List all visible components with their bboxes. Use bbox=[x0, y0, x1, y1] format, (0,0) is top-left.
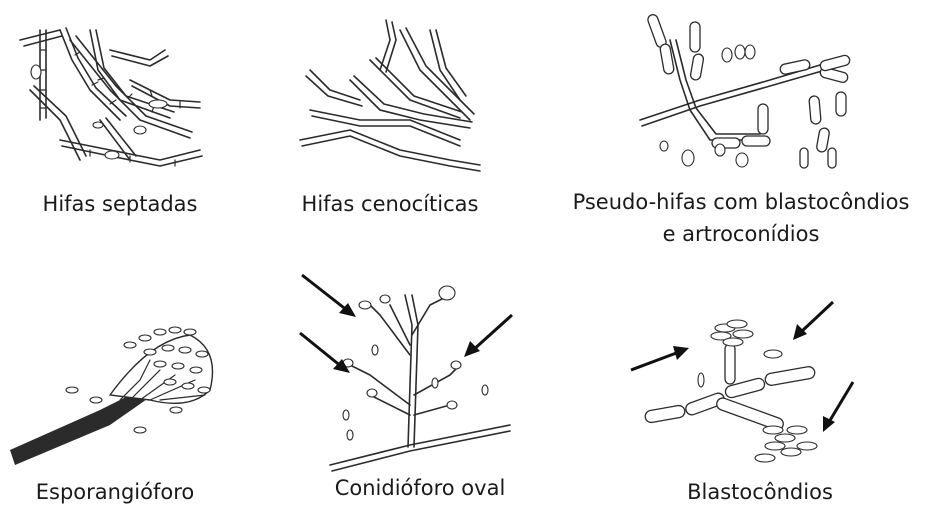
coenocytic-hyphae-caption: Hifas cenocíticas bbox=[290, 190, 490, 218]
conidiophore-caption: Conidióforo oval bbox=[310, 474, 530, 502]
pseudohyphae-illustration bbox=[630, 0, 870, 180]
blastoconidia-caption: Blastocôndios bbox=[650, 478, 870, 506]
pseudohyphae-drawing bbox=[630, 0, 870, 180]
sporangiophore-drawing bbox=[0, 300, 240, 470]
septate-hyphae-drawing bbox=[0, 0, 230, 180]
coenocytic-hyphae-drawing bbox=[290, 0, 490, 180]
septate-hyphae-caption: Hifas septadas bbox=[20, 190, 220, 218]
conidiophore-drawing bbox=[290, 265, 520, 470]
conidiophore-illustration bbox=[290, 265, 520, 470]
pseudohyphae-caption-line1: Pseudo-hifas com blastocôndios bbox=[566, 188, 916, 216]
sporangiophore-illustration bbox=[0, 300, 240, 470]
pseudohyphae-caption-line2: e artroconídios bbox=[566, 220, 916, 248]
blastoconidia-drawing bbox=[625, 290, 865, 470]
blastoconidia-illustration bbox=[625, 290, 865, 470]
septate-hyphae-illustration bbox=[0, 0, 230, 180]
conidiophore-arrows bbox=[300, 275, 512, 373]
coenocytic-hyphae-illustration bbox=[290, 0, 490, 180]
sporangiophore-caption: Esporangióforo bbox=[10, 478, 220, 506]
